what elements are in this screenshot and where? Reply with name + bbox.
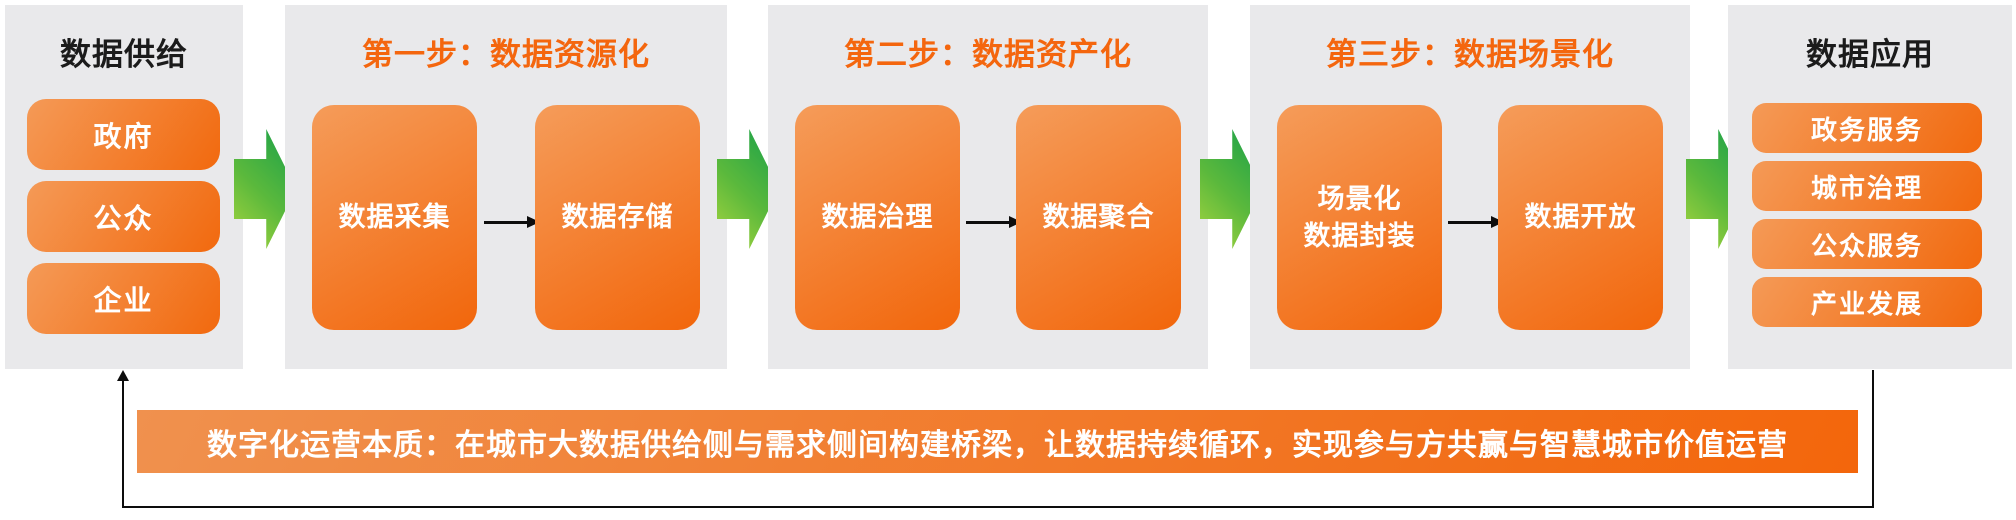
panel-step-3: 第三步：数据场景化 场景化 数据封装 数据开放 bbox=[1250, 5, 1690, 369]
step-2-box-governance: 数据治理 bbox=[795, 105, 960, 330]
step-3-title: 第三步：数据场景化 bbox=[1326, 37, 1614, 72]
apps-items: 政务服务 城市治理 公众服务 产业发展 bbox=[1752, 103, 1982, 327]
app-item-city-governance: 城市治理 bbox=[1752, 161, 1982, 211]
feedback-loop-line-left bbox=[122, 380, 124, 508]
app-item-public-service: 公众服务 bbox=[1752, 219, 1982, 269]
step-2-box-aggregate: 数据聚合 bbox=[1016, 105, 1181, 330]
supply-items: 政府 公众 企业 bbox=[27, 99, 220, 334]
arrow-right-icon bbox=[484, 216, 540, 228]
panel-step-2: 第二步：数据资产化 数据治理 数据聚合 bbox=[768, 5, 1208, 369]
app-item-government-service: 政务服务 bbox=[1752, 103, 1982, 153]
supply-item-government: 政府 bbox=[27, 99, 220, 170]
apps-title: 数据应用 bbox=[1806, 37, 1934, 72]
step-3-box-open: 数据开放 bbox=[1498, 105, 1663, 330]
feedback-loop-line-bottom bbox=[122, 506, 1874, 508]
panel-data-application: 数据应用 政务服务 城市治理 公众服务 产业发展 bbox=[1728, 5, 2012, 369]
step-2-title: 第二步：数据资产化 bbox=[844, 37, 1132, 72]
panel-data-supply: 数据供给 政府 公众 企业 bbox=[5, 5, 243, 369]
step-3-box-scenario-package: 场景化 数据封装 bbox=[1277, 105, 1442, 330]
step-1-box-store: 数据存储 bbox=[535, 105, 700, 330]
feedback-loop-line-right bbox=[1872, 370, 1874, 508]
step-1-title: 第一步：数据资源化 bbox=[362, 37, 650, 72]
supply-item-public: 公众 bbox=[27, 181, 220, 252]
supply-title: 数据供给 bbox=[60, 37, 188, 72]
step-1-box-collect: 数据采集 bbox=[312, 105, 477, 330]
app-item-industry-development: 产业发展 bbox=[1752, 277, 1982, 327]
arrow-right-icon bbox=[966, 216, 1022, 228]
bottom-banner: 数字化运营本质：在城市大数据供给侧与需求侧间构建桥梁，让数据持续循环，实现参与方… bbox=[137, 410, 1858, 473]
feedback-arrowhead-icon bbox=[117, 370, 129, 381]
arrow-right-icon bbox=[1448, 216, 1504, 228]
panel-step-1: 第一步：数据资源化 数据采集 数据存储 bbox=[285, 5, 727, 369]
supply-item-enterprise: 企业 bbox=[27, 263, 220, 334]
